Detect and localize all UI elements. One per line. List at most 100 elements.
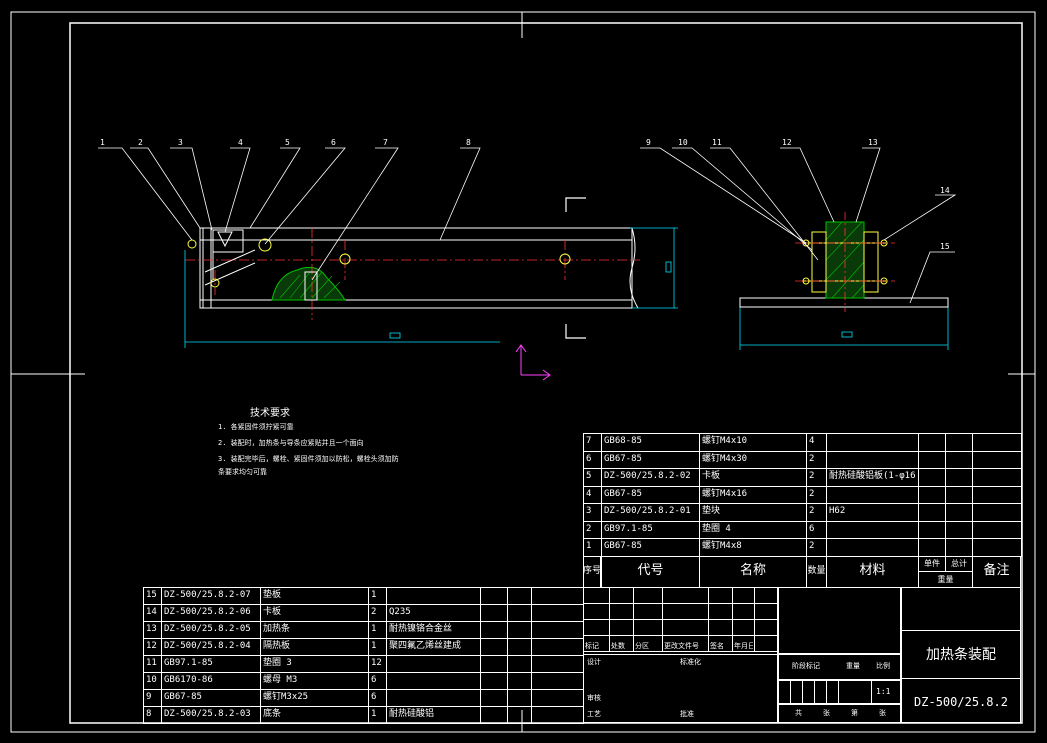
side-view [640, 147, 957, 312]
table-cell-border [918, 450, 946, 469]
table-cell-border [609, 603, 634, 620]
table-cell-border [507, 655, 532, 673]
table-cell-border [480, 621, 508, 639]
table-cell-border [972, 433, 1022, 452]
table-cell: 13 [146, 624, 157, 634]
table-cell: DZ-500/25.8.2-07 [164, 590, 251, 600]
table-cell: 2 [809, 488, 815, 499]
role-label: 审核 [587, 694, 601, 702]
view-label: 6 [331, 138, 336, 147]
revision-header: 处数 [611, 642, 625, 650]
stage-label: 比例 [876, 662, 890, 670]
table-cell: 2 [371, 607, 377, 617]
table-cell: 2 [586, 523, 592, 534]
table-cell: 8 [146, 709, 152, 719]
table-cell: DZ-500/25.8.2-01 [604, 506, 691, 516]
table-cell-border [531, 621, 584, 639]
sheet-label: 张 [823, 709, 830, 717]
table-cell-border [918, 485, 946, 504]
table-cell: 1 [371, 590, 377, 600]
stage-row [778, 654, 901, 680]
header-cell: 总计 [951, 558, 967, 568]
table-cell: GB67-85 [604, 541, 642, 551]
table-cell-border [480, 604, 508, 622]
table-cell: 螺钉M4x8 [702, 541, 742, 551]
table-cell-border [838, 680, 872, 704]
header-cell: 数量 [807, 565, 826, 576]
table-cell-border [754, 603, 779, 620]
table-cell-border [662, 587, 709, 604]
table-cell: 12 [371, 658, 382, 668]
view-label: 12 [782, 138, 792, 147]
table-cell-border [531, 706, 584, 724]
view-label: 11 [712, 138, 722, 147]
table-cell [389, 655, 479, 672]
table-cell-border [945, 503, 973, 522]
number-cell [901, 678, 1021, 723]
view-label: 13 [868, 138, 878, 147]
view-label: 10 [678, 138, 688, 147]
tech-note: 条要求均匀可靠 [218, 468, 267, 476]
table-cell [389, 587, 479, 604]
table-cell-border [507, 638, 532, 656]
table-cell: 垫圈 4 [702, 523, 731, 534]
table-cell: 卡板 [702, 471, 721, 481]
table-cell-border [583, 587, 610, 604]
stage-label: 重量 [846, 662, 860, 670]
view-label: 4 [238, 138, 243, 147]
table-cell: 耐热硅酸铝板(1-φ16 [829, 471, 916, 481]
table-cell-border [972, 450, 1022, 469]
view-label: 15 [940, 242, 950, 251]
table-cell-border [708, 587, 733, 604]
table-cell-border [945, 433, 973, 452]
table-cell: 2 [809, 541, 815, 551]
table-cell: 11 [146, 658, 157, 668]
view-label: 8 [466, 138, 471, 147]
table-cell: 2 [809, 471, 815, 481]
table-cell: 螺钉M4x30 [702, 453, 748, 464]
table-cell-border [507, 604, 532, 622]
table-cell: 2 [809, 453, 815, 464]
table-cell: GB97.1-85 [164, 658, 213, 668]
header-cell: 备注 [983, 562, 1010, 578]
table-cell-border [583, 603, 610, 620]
sheet-row [778, 704, 901, 723]
table-cell-border [507, 672, 532, 690]
table-cell: DZ-500/25.8.2-05 [164, 624, 251, 634]
view-label: 5 [285, 138, 290, 147]
table-cell: 6 [586, 453, 592, 464]
table-cell: 2 [809, 506, 815, 516]
table-cell-border [754, 587, 779, 604]
role-label: 工艺 [587, 710, 601, 718]
header-cell: 单件 [924, 558, 940, 568]
table-cell [829, 538, 917, 556]
table-cell-border [531, 655, 584, 673]
outer-border [10, 11, 1036, 733]
table-cell: 螺母 M3 [263, 675, 298, 685]
table-cell-border [972, 468, 1022, 487]
revision-header: 年月日 [734, 642, 753, 650]
table-cell: 1 [371, 624, 377, 634]
sheet-label: 第 [851, 709, 858, 717]
table-cell: GB68-85 [604, 436, 642, 446]
role-label: 设计 [587, 658, 601, 666]
table-cell-border [609, 619, 634, 636]
table-cell: DZ-500/25.8.2-06 [164, 607, 251, 617]
revision-header: 分区 [635, 642, 649, 650]
table-cell-border [662, 619, 709, 636]
header-cell: 材料 [859, 562, 886, 578]
table-cell-border [480, 587, 508, 605]
table-cell: 14 [146, 607, 157, 617]
scale-value: 1:1 [876, 687, 891, 696]
table-cell: GB6170-86 [164, 675, 213, 685]
drawing-title: 加热条装配 [926, 647, 996, 663]
table-cell: 6 [809, 523, 815, 534]
sheet-label: 共 [795, 709, 802, 717]
view-label: 1 [100, 138, 105, 147]
table-cell-border [480, 672, 508, 690]
table-cell: GB97.1-85 [604, 523, 653, 534]
tech-note: 2. 装配时，加热条与导条应紧贴并且一个面向 [218, 439, 364, 447]
view-label: 3 [178, 138, 183, 147]
table-cell-border [531, 587, 584, 605]
table-cell-border [754, 635, 779, 652]
